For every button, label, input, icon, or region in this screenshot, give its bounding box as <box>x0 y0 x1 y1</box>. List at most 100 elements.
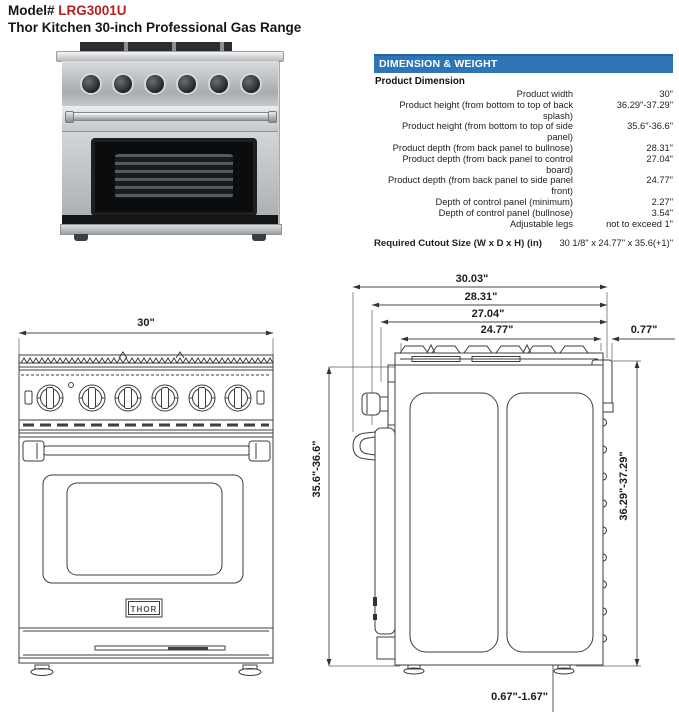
grate-profile <box>399 345 589 354</box>
row-value: 30" <box>659 89 673 99</box>
row-label: Product depth (from back panel to bullno… <box>392 142 573 153</box>
side-height-dimensions <box>326 360 641 712</box>
door-profile <box>374 427 396 635</box>
handle-bracket <box>248 440 271 462</box>
front-drawer-and-feet <box>19 645 273 676</box>
dim-front-width: 30" <box>137 317 155 329</box>
model-label: Model# <box>8 3 55 18</box>
side-bracket <box>24 390 33 405</box>
dim-height-back-splash: 36.29"-37.29" <box>618 451 630 521</box>
handle-profile <box>352 431 376 461</box>
burner-knob <box>188 384 216 412</box>
leveling-foot <box>407 664 421 670</box>
front-width-dimension <box>18 330 274 355</box>
door-window-glass <box>66 482 223 576</box>
handle-end-cap <box>65 111 74 123</box>
oven-handle-bar <box>43 445 250 456</box>
side-range-outline <box>394 343 614 666</box>
dim-depth-control-board: 27.04" <box>471 308 505 320</box>
back-clip <box>602 402 614 413</box>
control-knob <box>82 75 100 93</box>
control-knob <box>178 75 196 93</box>
row-label: Depth of control panel (bullnose) <box>438 207 573 218</box>
drawer-profile <box>376 636 396 660</box>
table-section-title: Product Dimension <box>375 76 465 87</box>
model-line: Model# LRG3001U <box>8 2 301 19</box>
dim-height-side-panel: 35.6"-36.6" <box>311 440 323 498</box>
brand-badge: THOR <box>125 598 163 618</box>
table-row: Product depth (from back panel to contro… <box>374 154 673 176</box>
leveling-foot <box>74 234 88 241</box>
control-board-profile <box>387 364 395 430</box>
row-label: Product depth (from back panel to contro… <box>402 153 573 175</box>
burner-knob <box>224 384 252 412</box>
oven-door <box>62 131 278 216</box>
table-header: DIMENSION & WEIGHT <box>374 54 673 73</box>
cutout-label: Required Cutout Size (W x D x H) (in) <box>374 238 542 250</box>
side-depth-dimensions <box>352 284 675 432</box>
brand-badge-text: THOR <box>131 605 158 614</box>
title-block: Model# LRG3001U Thor Kitchen 30-inch Pro… <box>8 2 301 36</box>
cutout-value: 30 1/8" x 24.77" x 35.6(+1)" <box>559 238 673 249</box>
table-row: Product height (from bottom to top of si… <box>374 121 673 143</box>
row-value: 27.04" <box>646 153 673 164</box>
back-splash-profile <box>591 359 613 403</box>
row-value: 2.27" <box>651 196 673 207</box>
row-value: 36.29"-37.29" <box>616 99 673 110</box>
oven-window-reflection <box>115 154 233 198</box>
oven-window <box>91 138 257 216</box>
oven-handle <box>65 111 277 123</box>
row-value: 3.54" <box>651 207 673 218</box>
table-row: Product depth (from back panel to bullno… <box>374 143 673 154</box>
hinge-bumps <box>602 418 607 643</box>
handle-bracket <box>22 440 45 462</box>
dimension-table: DIMENSION & WEIGHT Product Dimension Pro… <box>374 54 673 249</box>
row-value: 35.6"-36.6" <box>627 121 673 132</box>
door-window-frame <box>42 474 244 584</box>
dim-depth-side-panel: 24.77" <box>480 324 514 336</box>
cutout-row: Required Cutout Size (W x D x H) (in) 30 … <box>374 238 673 249</box>
knob-stem <box>379 396 389 412</box>
row-label: Product width <box>516 89 573 99</box>
kick-strip <box>62 215 278 224</box>
row-value: 24.77" <box>646 175 673 186</box>
indicator-light <box>68 382 74 388</box>
table-row: Product width 30" <box>374 89 673 100</box>
dim-overall-depth: 30.03" <box>455 273 489 285</box>
control-knob <box>210 75 228 93</box>
row-value: not to exceed 1" <box>606 218 673 229</box>
side-panel-inner <box>409 392 499 653</box>
row-label: Adjustable legs <box>509 218 573 229</box>
table-row: Adjustable legs not to exceed 1" <box>374 219 673 230</box>
row-label: Depth of control panel (minimum) <box>435 196 573 207</box>
burner-grates <box>80 42 232 53</box>
control-knob <box>242 75 260 93</box>
control-knob <box>146 75 164 93</box>
front-view-drawing: THOR <box>18 330 274 676</box>
model-number: LRG3001U <box>58 3 127 18</box>
front-control-row <box>19 382 273 434</box>
table-row: Depth of control panel (minimum) 2.27" <box>374 197 673 208</box>
table-row: Product height (from bottom to top of ba… <box>374 100 673 122</box>
side-front-profile <box>352 364 396 660</box>
dim-depth-bullnose: 28.31" <box>464 291 498 303</box>
control-knob <box>114 75 132 93</box>
row-label: Product depth (from back panel to side p… <box>387 175 573 197</box>
base-trim <box>60 224 282 235</box>
burner-knob <box>36 384 64 412</box>
table-row: Product depth (from back panel to side p… <box>374 175 673 197</box>
table-row: Depth of control panel (bullnose) 3.54" <box>374 208 673 219</box>
row-label: Product height (from bottom to top of ba… <box>399 99 573 121</box>
product-title: Thor Kitchen 30-inch Professional Gas Ra… <box>8 20 302 35</box>
burner-knob <box>151 384 179 412</box>
cooktop-profile <box>394 352 604 366</box>
front-oven-door: THOR <box>19 436 273 632</box>
burner-knob <box>78 384 106 412</box>
burner-knob <box>114 384 142 412</box>
dim-leg-height: 0.67"-1.67" <box>491 691 548 703</box>
side-feet <box>403 664 575 675</box>
side-bracket <box>256 390 265 405</box>
leveling-foot <box>252 234 266 241</box>
product-photo <box>50 40 290 244</box>
